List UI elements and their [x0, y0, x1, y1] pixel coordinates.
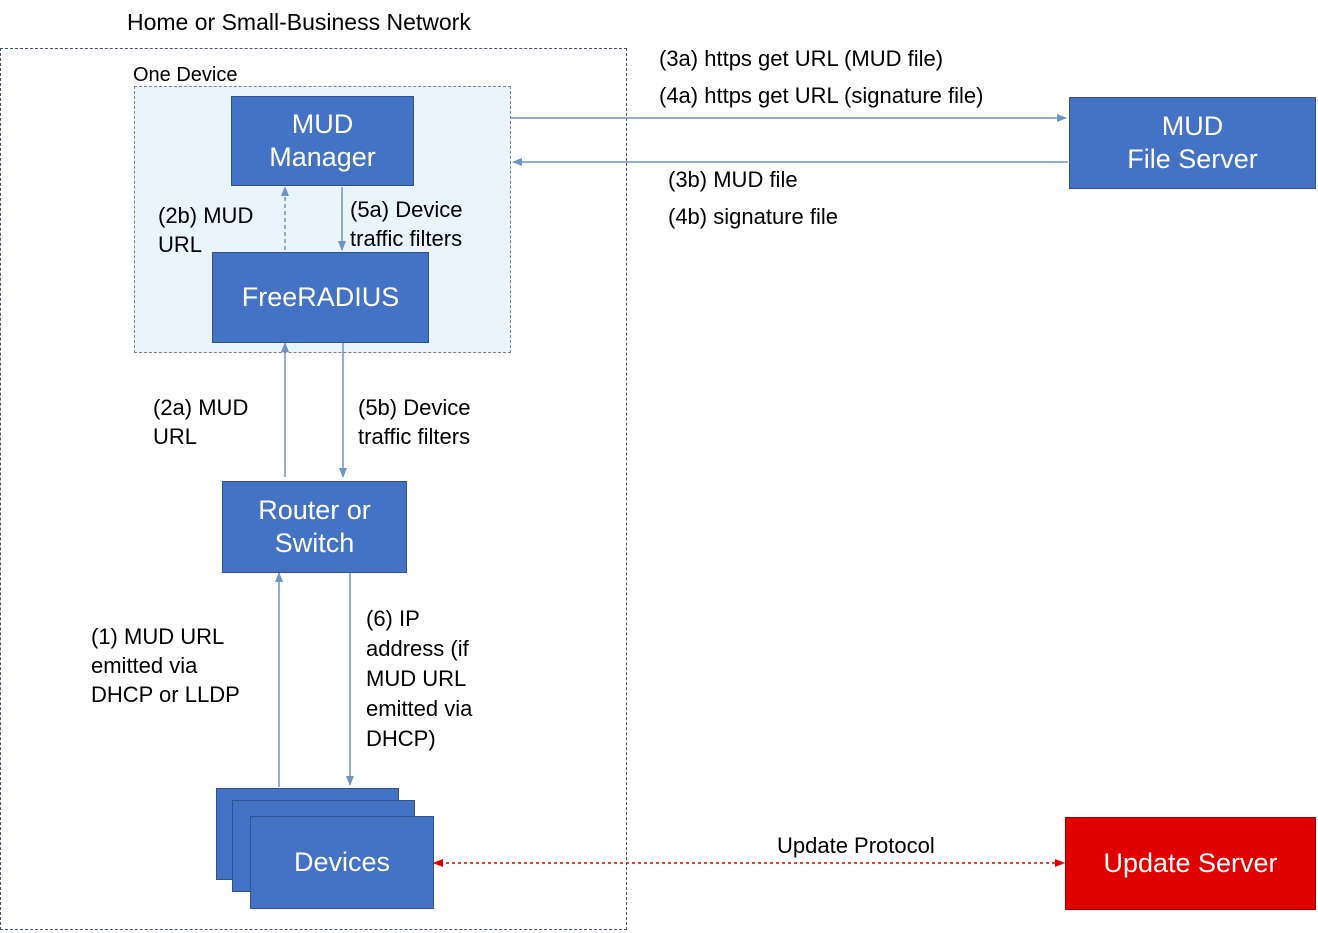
device-title: One Device	[133, 64, 238, 86]
devices-node: Devices	[250, 816, 434, 909]
label-6-line2: address (if	[366, 636, 469, 661]
mud-file-server-line1: MUD	[1161, 111, 1224, 141]
label-4b-signature-file: (4b) signature file	[668, 204, 838, 229]
label-1-line2: emitted via	[91, 653, 198, 678]
label-1-mud-url: (1) MUD URL emitted via DHCP or LLDP	[91, 622, 240, 709]
label-6-line1: (6) IP	[366, 606, 420, 631]
update-server-node: Update Server	[1065, 817, 1316, 910]
freeradius-label: FreeRADIUS	[241, 282, 400, 312]
label-1-line3: DHCP or LLDP	[91, 682, 240, 707]
label-2a-line2: URL	[153, 424, 198, 449]
router-switch-node: Router or Switch	[222, 481, 407, 573]
mud-file-server-node: MUD File Server	[1069, 97, 1316, 189]
label-6-line5: DHCP)	[366, 726, 436, 751]
network-boundary	[0, 48, 627, 930]
freeradius-node: FreeRADIUS	[212, 252, 429, 343]
label-5a-line1: (5a) Device	[350, 197, 463, 222]
router-label-line2: Switch	[274, 528, 355, 558]
mud-manager-label-line2: Manager	[269, 142, 376, 172]
router-label-line1: Router or	[258, 495, 371, 525]
devices-label: Devices	[293, 847, 391, 877]
label-6-line3: MUD URL	[366, 666, 467, 691]
label-4a-https-get-signature: (4a) https get URL (signature file)	[659, 83, 984, 108]
label-2a-line1: (2a) MUD	[153, 395, 249, 420]
label-update-protocol: Update Protocol	[777, 833, 935, 858]
mud-manager-node: MUD Manager	[231, 96, 414, 186]
mud-file-server-line2: File Server	[1127, 144, 1258, 174]
label-5b-line1: (5b) Device	[358, 395, 471, 420]
label-3b-mud-file: (3b) MUD file	[668, 167, 798, 192]
label-2b-line2: URL	[158, 232, 203, 257]
network-title: Home or Small-Business Network	[127, 9, 471, 35]
label-3a-https-get-mud: (3a) https get URL (MUD file)	[659, 46, 944, 71]
label-5b-line2: traffic filters	[358, 424, 471, 449]
label-1-line1: (1) MUD URL	[91, 624, 225, 649]
label-2a-mud-url: (2a) MUD URL	[153, 393, 248, 451]
mud-manager-label-line1: MUD	[291, 109, 354, 139]
label-2b-mud-url: (2b) MUD URL	[158, 201, 253, 259]
label-5a-traffic-filters: (5a) Device traffic filters	[350, 195, 462, 253]
label-6-ip-address: (6) IP address (if MUD URL emitted via D…	[366, 604, 472, 754]
label-5b-traffic-filters: (5b) Device traffic filters	[358, 393, 470, 451]
update-server-label: Update Server	[1103, 848, 1278, 878]
label-5a-line2: traffic filters	[350, 226, 463, 251]
label-6-line4: emitted via	[366, 696, 473, 721]
label-2b-line1: (2b) MUD	[158, 203, 254, 228]
